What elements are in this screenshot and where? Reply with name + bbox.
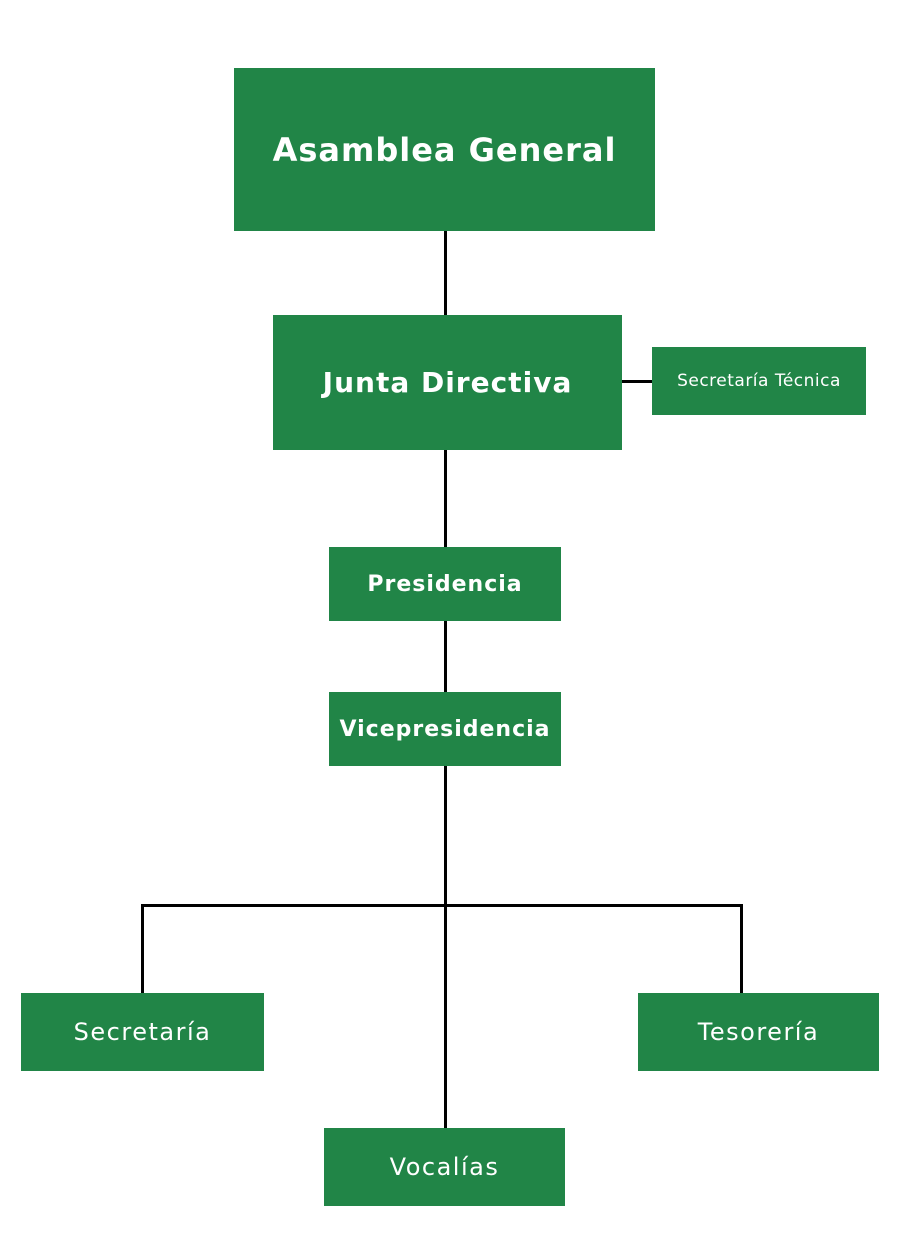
node-vicepresidencia: Vicepresidencia xyxy=(329,692,561,766)
node-junta-directiva-label: Junta Directiva xyxy=(322,366,573,399)
connector-junta-secretaria-tecnica xyxy=(620,380,653,383)
node-secretaria-tecnica: Secretaría Técnica xyxy=(652,347,866,415)
node-secretaria: Secretaría xyxy=(21,993,264,1071)
connector-asamblea-junta xyxy=(444,230,447,316)
connector-junta-presidencia xyxy=(444,449,447,548)
node-asamblea-general-label: Asamblea General xyxy=(272,130,617,169)
node-tesoreria-label: Tesorería xyxy=(697,1018,820,1046)
node-vocalias: Vocalías xyxy=(324,1128,565,1206)
node-secretaria-tecnica-label: Secretaría Técnica xyxy=(677,371,841,391)
node-secretaria-label: Secretaría xyxy=(73,1018,212,1046)
node-presidencia-label: Presidencia xyxy=(367,571,523,597)
node-vicepresidencia-label: Vicepresidencia xyxy=(339,716,551,742)
node-presidencia: Presidencia xyxy=(329,547,561,621)
connector-branch-tesoreria xyxy=(740,904,743,994)
connector-branch-secretaria xyxy=(141,904,144,994)
connector-vicepresidencia-vocalias xyxy=(444,765,447,1129)
node-junta-directiva: Junta Directiva xyxy=(273,315,622,450)
connector-presidencia-vicepresidencia xyxy=(444,620,447,693)
node-asamblea-general: Asamblea General xyxy=(234,68,655,231)
node-vocalias-label: Vocalías xyxy=(389,1153,500,1181)
connector-horizontal-branch xyxy=(141,904,743,907)
node-tesoreria: Tesorería xyxy=(638,993,879,1071)
